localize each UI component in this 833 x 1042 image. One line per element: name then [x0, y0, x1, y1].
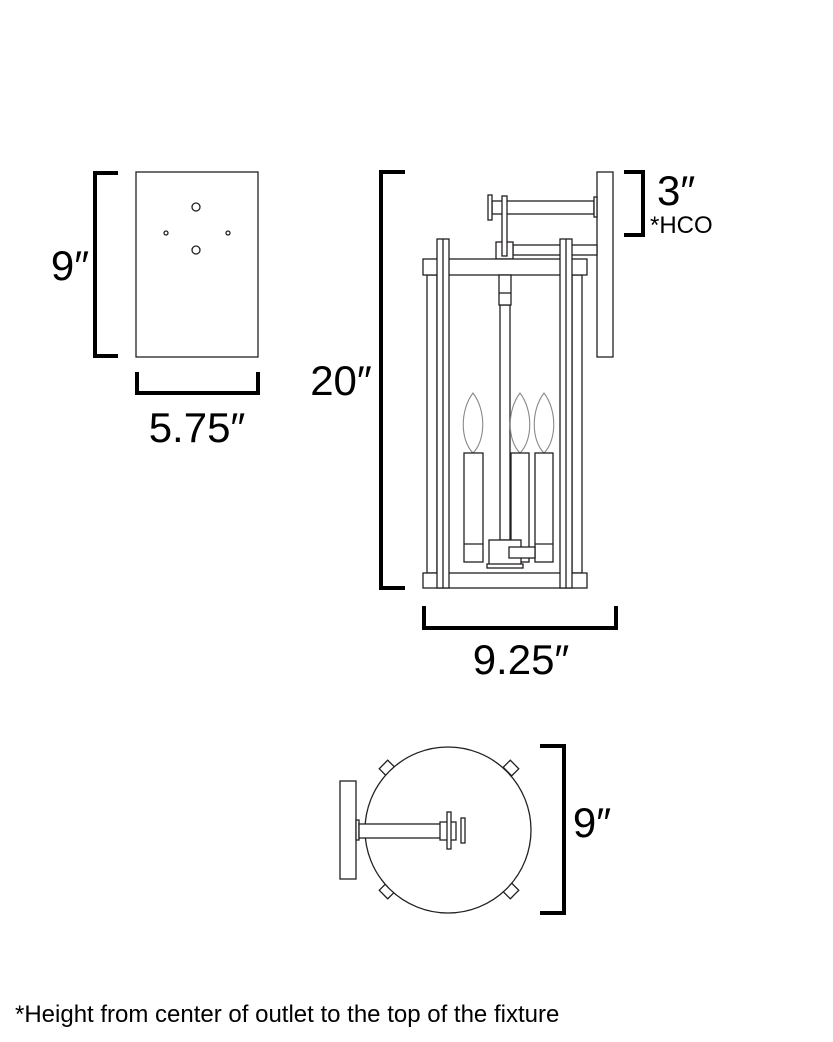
arm-flange	[487, 194, 493, 221]
height-bracket	[93, 171, 118, 358]
backplate-view: 9″ 5.75″	[51, 171, 260, 451]
bulb	[509, 392, 531, 454]
lower-arm	[512, 244, 598, 256]
arm-flange	[446, 811, 452, 850]
arm-stem	[501, 195, 508, 257]
hco-bracket	[624, 170, 645, 237]
screw-hole	[225, 230, 231, 236]
fixture-height-label: 20″	[310, 357, 372, 404]
cluster-base	[486, 563, 524, 569]
footnote: *Height from center of outlet to the top…	[15, 1001, 559, 1028]
cluster-arm	[508, 546, 536, 559]
fixture-width-label: 9.25″	[473, 636, 570, 683]
hco-tag: *HCO	[650, 212, 713, 239]
backplate	[135, 171, 259, 358]
hco-value-label: 3″	[657, 167, 695, 214]
screw-hole	[163, 230, 169, 236]
center-rod	[499, 304, 511, 541]
bottom-crossbar	[422, 572, 588, 589]
mounting-hole	[191, 202, 201, 212]
frame-side	[426, 274, 438, 574]
candle-sleeve	[534, 452, 554, 563]
mounting-hole	[191, 245, 201, 255]
depth-bracket	[540, 744, 566, 915]
height-bracket	[379, 170, 405, 590]
arm-flange	[593, 196, 598, 218]
width-bracket	[135, 372, 260, 395]
width-bracket	[422, 606, 618, 630]
depth-label: 9″	[573, 799, 611, 846]
bulb	[462, 392, 484, 454]
candle-sleeve	[463, 452, 484, 563]
side-view: 20″ 3″ *HCO 9.25″	[310, 167, 712, 683]
bulb	[533, 392, 555, 454]
wall-plate	[339, 780, 357, 880]
frame-side	[571, 274, 583, 574]
backplate-height-label: 9″	[51, 242, 89, 289]
arm-flange	[460, 817, 466, 844]
top-view: 9″	[339, 744, 611, 915]
wall-plate	[596, 171, 614, 358]
rod-coupling	[498, 274, 512, 306]
backplate-width-label: 5.75″	[149, 404, 246, 451]
arm	[358, 823, 449, 839]
